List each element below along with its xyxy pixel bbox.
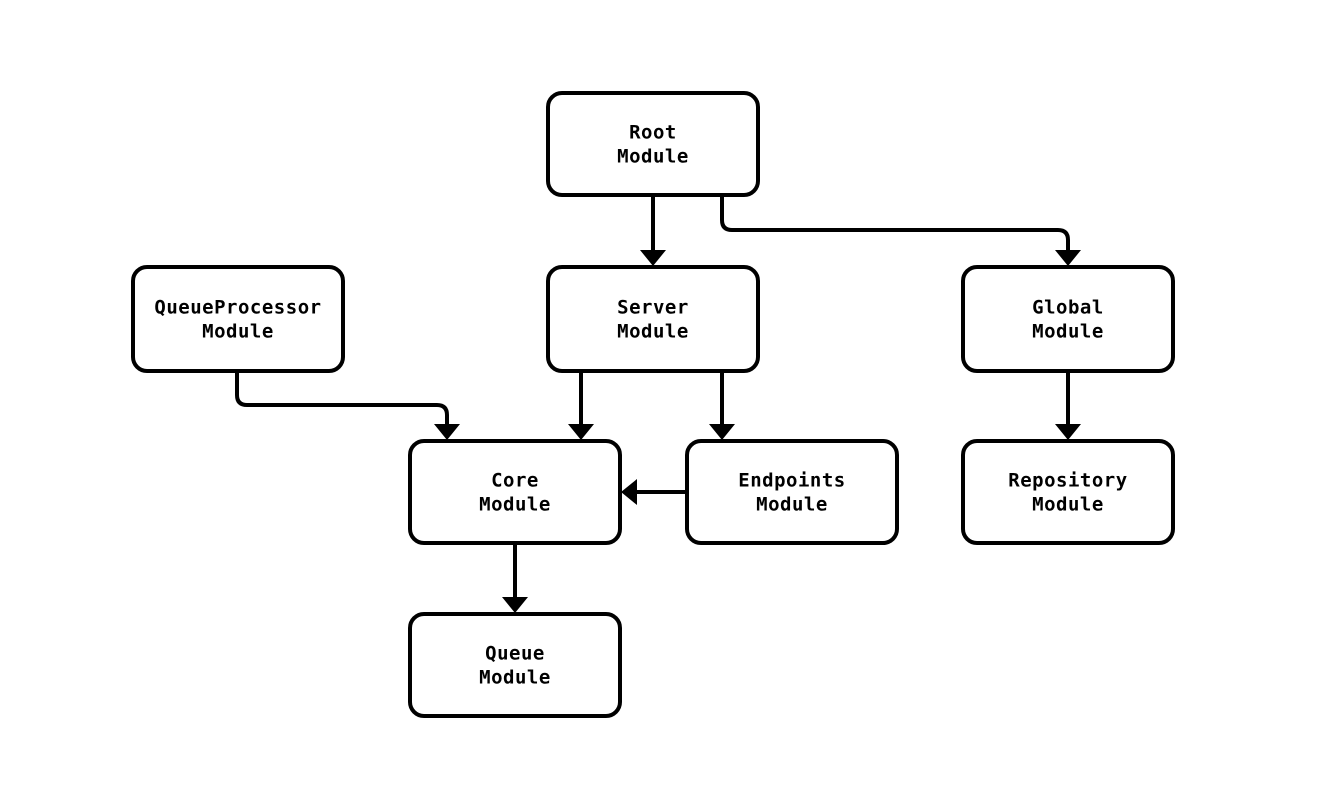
server-module-node-label-line2: Module <box>617 321 689 343</box>
global-module-node-box[interactable] <box>961 265 1175 373</box>
edge-server-to-core-arrowhead <box>568 424 594 440</box>
edge-queueprocessor-to-core-arrowhead <box>434 424 460 440</box>
core-module-node-box[interactable] <box>408 439 622 545</box>
edge-core-to-queue-arrowhead <box>502 597 528 613</box>
endpoints-module-node-label-line2: Module <box>756 494 828 516</box>
edge-core-to-queue <box>502 543 528 613</box>
queueprocessor-module-node-label-line2: Module <box>202 321 274 343</box>
edge-queueprocessor-to-core-line <box>235 371 449 426</box>
queue-module-node-label-line1: Queue <box>485 643 545 665</box>
root-module-node-label-line2: Module <box>617 146 689 168</box>
edge-global-to-repository <box>1055 371 1081 440</box>
edge-endpoints-to-core-arrowhead <box>621 479 637 505</box>
edge-server-to-endpoints <box>709 371 735 440</box>
edge-root-to-server-arrowhead <box>640 250 666 266</box>
edge-endpoints-to-core <box>621 479 687 505</box>
queueprocessor-module-node-box[interactable] <box>131 265 345 373</box>
queueprocessor-module-node-label-line1: QueueProcessor <box>154 297 321 319</box>
queue-module-node-box[interactable] <box>408 612 622 718</box>
edge-queueprocessor-to-core <box>235 371 460 440</box>
edge-root-to-server <box>640 195 666 266</box>
core-module-node-label-line2: Module <box>479 494 551 516</box>
endpoints-module-node-box[interactable] <box>685 439 899 545</box>
core-module-node-label-line1: Core <box>491 470 539 492</box>
server-module-node-box[interactable] <box>546 265 760 373</box>
edge-server-to-endpoints-arrowhead <box>709 424 735 440</box>
queue-module-node-label-line2: Module <box>479 667 551 689</box>
global-module-node-label-line1: Global <box>1032 297 1104 319</box>
root-module-node-label-line1: Root <box>629 122 677 144</box>
edge-root-to-global-arrowhead <box>1055 250 1081 266</box>
repository-module-node-label-line1: Repository <box>1008 470 1127 492</box>
server-module-node-label-line1: Server <box>617 297 689 319</box>
global-module-node-label-line2: Module <box>1032 321 1104 343</box>
repository-module-node-box[interactable] <box>961 439 1175 545</box>
edge-root-to-global <box>720 195 1081 266</box>
endpoints-module-node-label-line1: Endpoints <box>738 470 845 492</box>
edge-root-to-global-line <box>720 195 1070 252</box>
repository-module-node-label-line2: Module <box>1032 494 1104 516</box>
root-module-node-box[interactable] <box>546 91 760 197</box>
edge-global-to-repository-arrowhead <box>1055 424 1081 440</box>
edges-layer <box>235 195 1081 613</box>
nodes-layer: RootModuleQueueProcessorModuleServerModu… <box>131 91 1175 718</box>
edge-server-to-core <box>568 371 594 440</box>
